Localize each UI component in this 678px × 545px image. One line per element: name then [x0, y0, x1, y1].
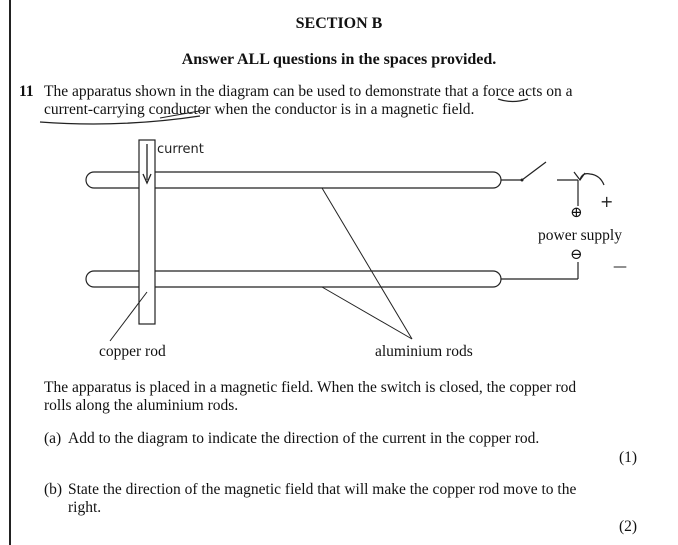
switch-blade: [521, 161, 547, 181]
part-b-text-line-2: right.: [68, 499, 102, 516]
question-stem-line-1: The apparatus shown in the diagram can b…: [44, 83, 573, 100]
instruction-text: Answer ALL questions in the spaces provi…: [181, 51, 497, 68]
power-supply-label: power supply: [538, 227, 622, 244]
page-margin-rule: [9, 0, 11, 545]
body-paragraph-line-2: rolls along the aluminium rods.: [44, 397, 239, 414]
part-a-text: Add to the diagram to indicate the direc…: [68, 430, 540, 447]
part-b-marks: (2): [619, 518, 638, 535]
part-b-label: (b): [44, 481, 63, 498]
handwritten-plus: +: [600, 192, 614, 211]
question-stem-line-2: current-carrying conductor when the cond…: [44, 101, 475, 118]
positive-terminal-icon: ⊕: [570, 205, 583, 221]
leader-copper-rod: [109, 291, 148, 342]
part-a-marks: (1): [619, 449, 638, 466]
aluminium-rod-bottom: [85, 270, 502, 288]
handwritten-curved-arrow: [579, 173, 605, 186]
aluminium-rod-top: [85, 171, 502, 189]
switch-pivot: [520, 178, 524, 182]
copper-rod: [138, 139, 156, 325]
leader-aluminium-bottom: [321, 286, 413, 340]
negative-terminal-icon: ⊖: [570, 247, 583, 263]
part-b-text-line-1: State the direction of the magnetic fiel…: [68, 481, 577, 498]
handwritten-arrowhead: [573, 171, 586, 182]
section-title: SECTION B: [295, 15, 383, 32]
current-arrow-head: [142, 173, 152, 185]
handwritten-minus: —: [613, 259, 627, 275]
handwritten-current-label: current: [157, 142, 204, 157]
leader-aluminium-top: [321, 187, 413, 340]
part-a-label: (a): [44, 430, 62, 447]
body-paragraph-line-1: The apparatus is placed in a magnetic fi…: [44, 379, 577, 396]
question-number: 11: [19, 83, 34, 100]
copper-rod-label: copper rod: [99, 343, 166, 360]
aluminium-rods-label: aluminium rods: [375, 343, 473, 360]
